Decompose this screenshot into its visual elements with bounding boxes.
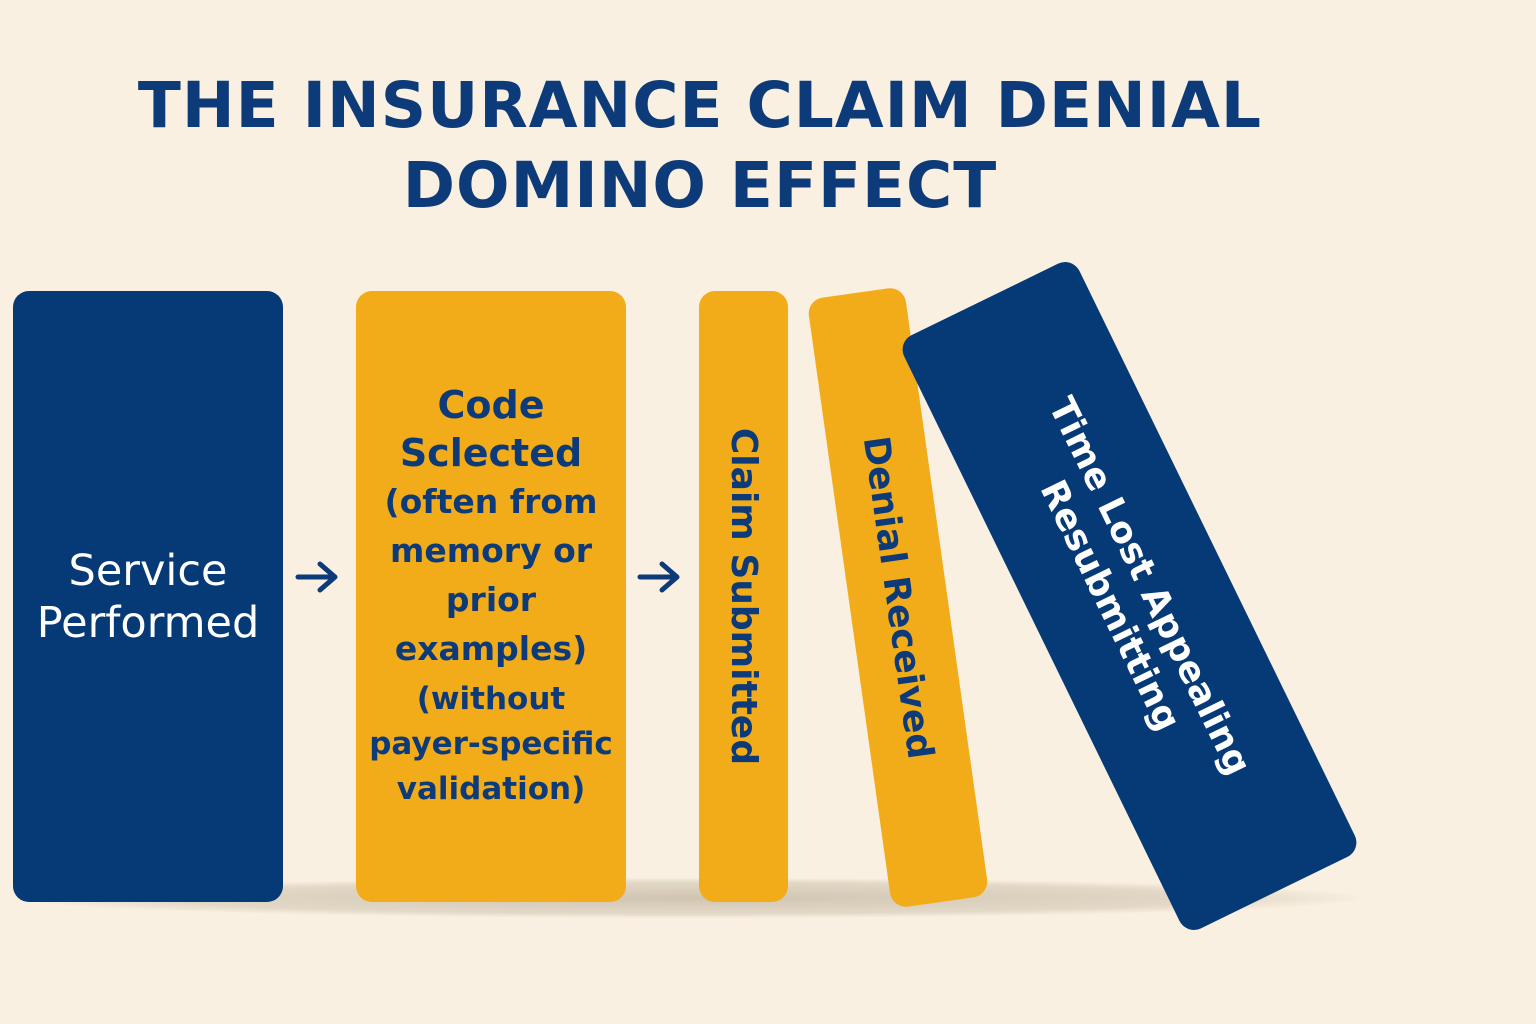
domino-code-note-1: (without — [416, 681, 566, 717]
domino-service-line-1: Service — [68, 545, 228, 596]
arrow-right-icon — [295, 561, 338, 593]
domino-code-label: Code Sclected (often from memory or prio… — [366, 381, 616, 812]
domino-code-detail-4: examples) — [394, 629, 588, 668]
domino-code-line-1: Code — [437, 383, 545, 427]
domino-code-note-3: validation) — [396, 771, 586, 807]
title-line-1: THE INSURANCE CLAIM DENIAL — [137, 69, 1263, 142]
domino-service-line-2: Performed — [36, 597, 260, 648]
arrow-right-icon — [637, 561, 680, 593]
domino-claim-submitted: Claim Submitted — [699, 291, 788, 902]
domino-code-note-2: payer-specific — [369, 726, 613, 762]
domino-code-detail-2: memory or — [389, 531, 593, 570]
domino-code-detail-1: (often from — [384, 482, 598, 521]
domino-service-performed: Service Performed — [13, 291, 283, 902]
domino-code-selected: Code Sclected (often from memory or prio… — [356, 291, 626, 902]
title-line-2: DOMINO EFFECT — [402, 149, 998, 222]
domino-code-line-2: Sclected — [399, 431, 583, 475]
page-title: THE INSURANCE CLAIM DENIAL DOMINO EFFECT — [0, 66, 1400, 226]
domino-service-label: Service Performed — [37, 545, 260, 649]
domino-claim-label: Claim Submitted — [723, 427, 764, 766]
domino-time-label: Time Lost Appealing Resubmitting — [999, 390, 1260, 801]
domino-code-detail-3: prior — [445, 580, 537, 619]
domino-denial-label: Denial Received — [855, 433, 941, 762]
